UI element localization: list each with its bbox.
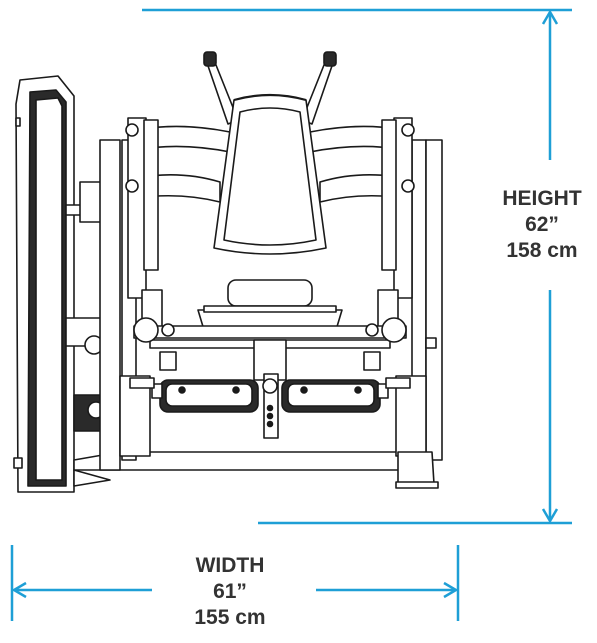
- height-title: HEIGHT: [502, 187, 582, 210]
- width-cm: 155 cm: [194, 606, 266, 629]
- height-label: HEIGHT 62” 158 cm: [488, 186, 596, 264]
- foot-rest-pads: [129, 377, 411, 413]
- seat-pad: [197, 279, 343, 331]
- width-inches: 61”: [213, 580, 247, 603]
- weight-stack-tower: [13, 75, 105, 493]
- width-arrow-left-icon: [11, 581, 27, 599]
- height-inches: 62”: [525, 213, 559, 236]
- press-arms: [125, 117, 415, 331]
- width-label: WIDTH 61” 155 cm: [168, 553, 292, 631]
- height-cm: 158 cm: [506, 239, 578, 262]
- width-dimension: [10, 545, 460, 621]
- back-pad: [213, 93, 327, 255]
- height-arrow-down-icon: [541, 508, 559, 524]
- width-arrow-right-icon: [443, 581, 459, 599]
- seat-carriage: [133, 317, 407, 439]
- machine-illustration: [13, 51, 443, 493]
- width-title: WIDTH: [195, 554, 265, 577]
- height-dimension: [142, 8, 572, 525]
- height-arrow-up-icon: [541, 9, 559, 25]
- machine-frame: [73, 139, 443, 489]
